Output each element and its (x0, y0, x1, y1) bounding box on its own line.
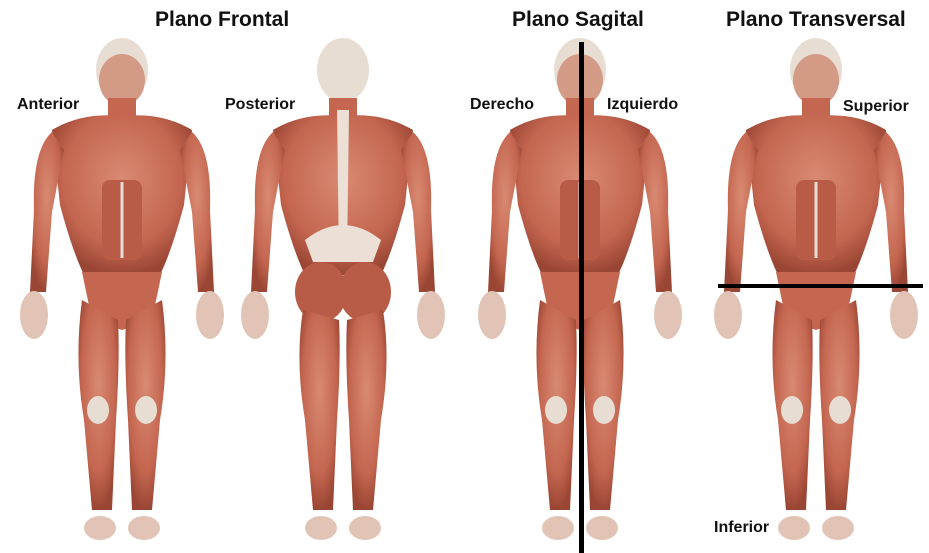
label-inferior: Inferior (714, 519, 769, 537)
title-plano-frontal: Plano Frontal (155, 8, 289, 32)
transverse-plane-line (718, 284, 923, 288)
title-plano-sagital: Plano Sagital (512, 8, 644, 32)
label-posterior: Posterior (225, 96, 295, 114)
label-superior: Superior (843, 98, 909, 116)
label-anterior: Anterior (17, 96, 79, 114)
label-izquierdo: Izquierdo (607, 96, 678, 114)
title-plano-transversal: Plano Transversal (726, 8, 906, 32)
sagittal-plane-line (579, 42, 584, 553)
label-derecho: Derecho (470, 96, 534, 114)
